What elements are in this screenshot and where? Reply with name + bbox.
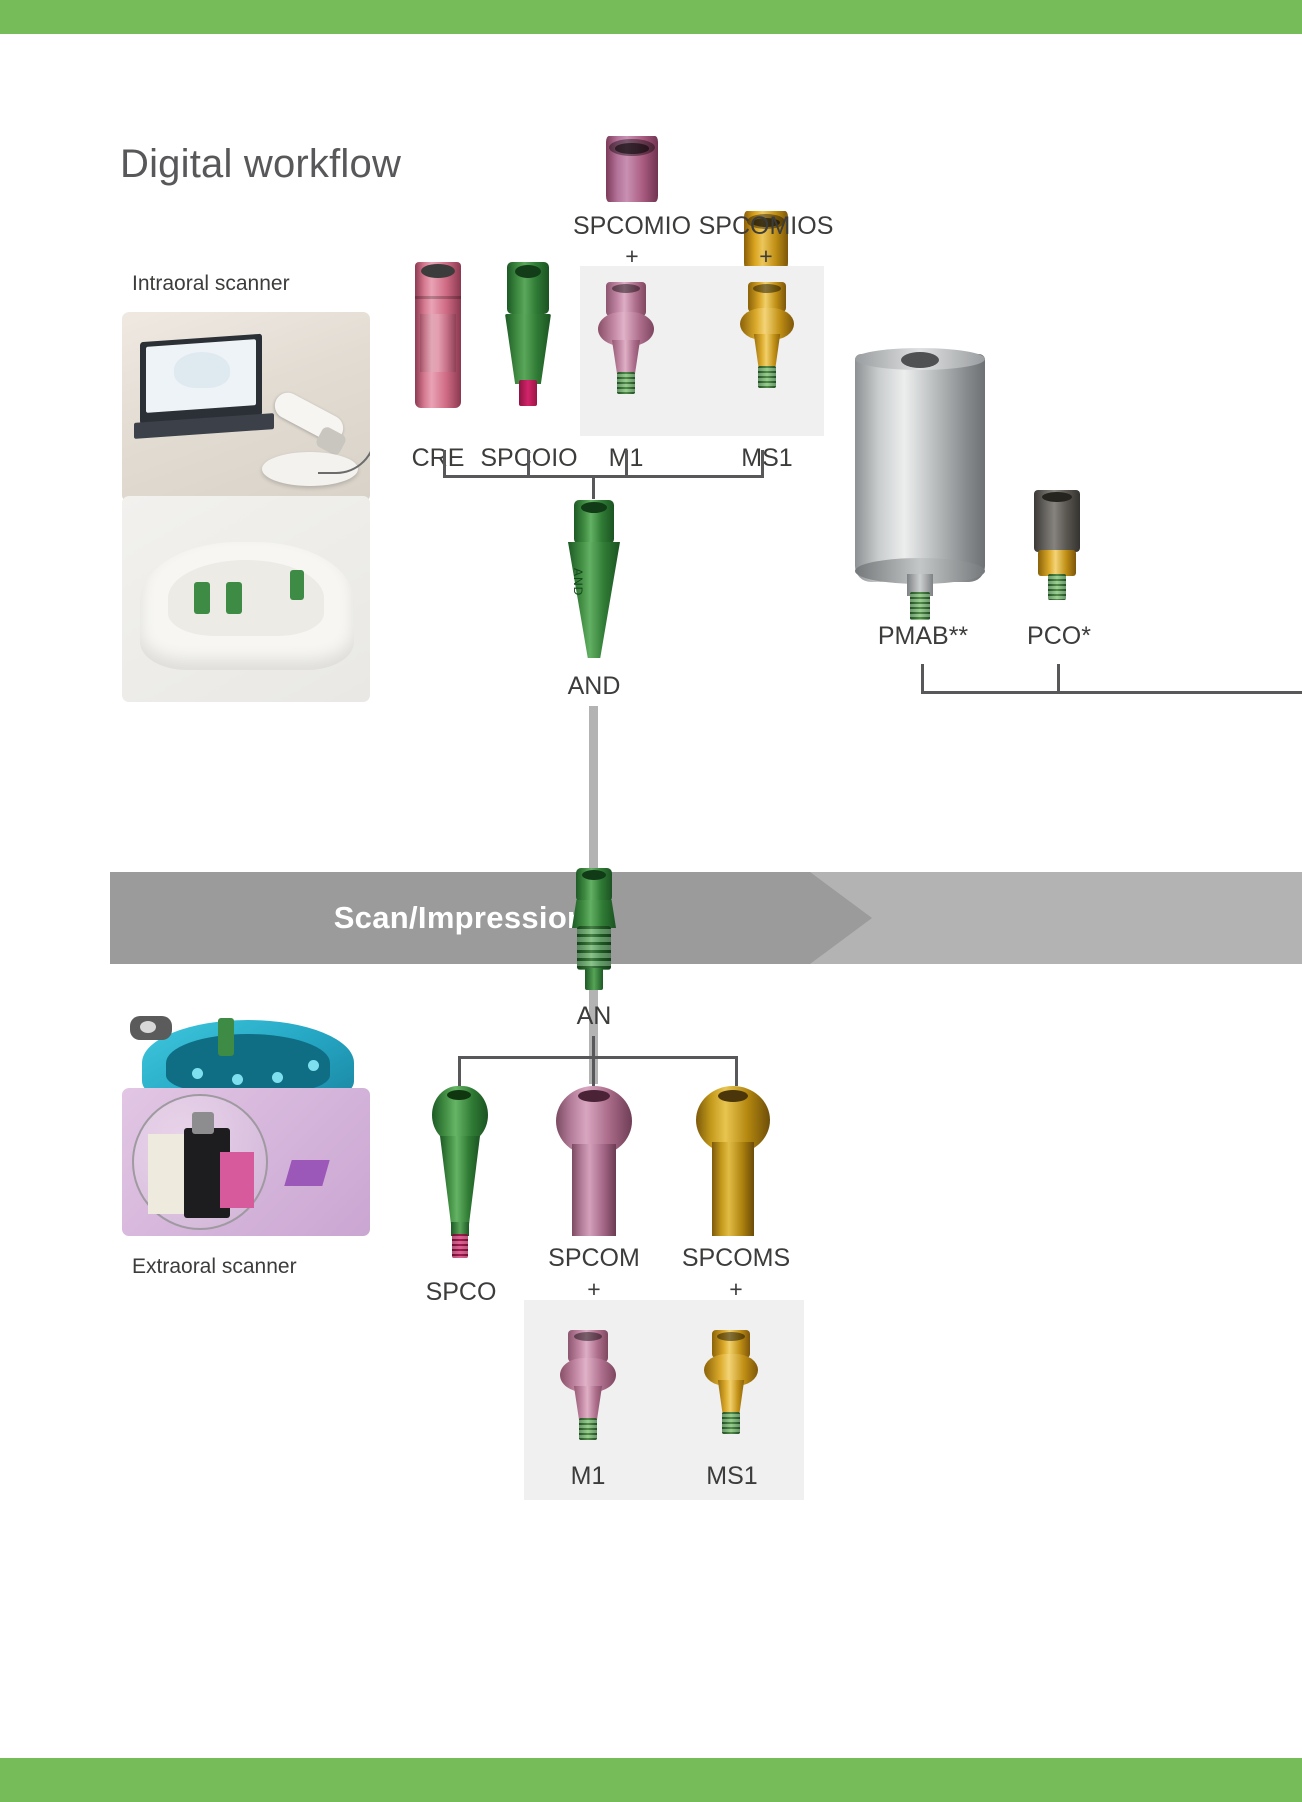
connector-spcoio-stem — [527, 450, 530, 478]
connector-bracket-to-and — [592, 475, 595, 499]
top-green-band — [0, 0, 1302, 34]
label-m1-bottom: M1 — [570, 1462, 606, 1490]
spine-lower — [589, 964, 598, 1084]
scan-impression-banner: Scan/Impression — [110, 872, 1302, 964]
label-pco: PCO* — [1027, 622, 1091, 650]
connector-m1-stem — [625, 450, 628, 478]
part-and-engraving: AND — [571, 568, 585, 597]
connector-pmab-stem — [921, 664, 924, 694]
plus-spcom: + — [587, 1276, 601, 1302]
part-spcoms — [692, 1086, 774, 1236]
page-title: Digital workflow — [120, 142, 402, 186]
label-cre: CRE — [411, 444, 465, 472]
label-ms1-bottom: MS1 — [706, 1462, 758, 1490]
label-spcoms: SPCOMS — [681, 1244, 791, 1272]
plus-spcomios: + — [759, 243, 773, 269]
connector-right-bracket — [921, 691, 1302, 694]
part-spco — [424, 1086, 494, 1262]
part-cre — [415, 262, 461, 408]
part-spcomios-sleeve — [744, 211, 788, 269]
plus-spcoms: + — [729, 1276, 743, 1302]
label-spcomio: SPCOMIO — [572, 212, 692, 240]
part-and: AND — [568, 500, 620, 658]
part-spcomio-sleeve — [606, 136, 658, 202]
plus-spcomio: + — [625, 243, 639, 269]
label-spcom: SPCOM — [548, 1244, 640, 1272]
label-pmab: PMAB** — [877, 622, 969, 650]
banner-label: Scan/Impression — [333, 900, 587, 935]
label-spco: SPCO — [425, 1278, 497, 1306]
spine-upper — [589, 706, 598, 872]
part-pco — [1030, 490, 1084, 602]
part-ms1-bottom — [704, 1330, 758, 1438]
connector-top-bracket — [443, 475, 764, 478]
photo-dental-model — [122, 496, 370, 702]
banner-body — [110, 872, 810, 964]
part-ms1-top — [740, 282, 794, 392]
connector-spcom-stem — [592, 1056, 595, 1086]
label-spcomios: SPCOMIOS — [698, 212, 834, 240]
part-an — [570, 868, 618, 990]
label-ms1-top: MS1 — [741, 444, 793, 472]
label-an: AN — [576, 1002, 612, 1030]
banner-tail — [810, 872, 1302, 964]
connector-spcoms-stem — [735, 1056, 738, 1086]
photo-intraoral-scanner — [122, 312, 370, 502]
connector-ms1-stem — [761, 450, 764, 478]
banner-arrow — [810, 872, 872, 964]
connector-cre-stem — [443, 450, 446, 478]
caption-extraoral-scanner: Extraoral scanner — [132, 1255, 297, 1278]
caption-intraoral-scanner: Intraoral scanner — [132, 272, 290, 295]
part-spcom — [552, 1086, 636, 1236]
connector-spco-stem — [458, 1056, 461, 1086]
connector-bottom-bracket — [458, 1056, 738, 1059]
part-m1-bottom — [560, 1330, 616, 1440]
connector-pco-stem — [1057, 664, 1060, 694]
part-m1-top — [598, 282, 654, 394]
photo-extraoral-scanner — [122, 1088, 370, 1236]
part-pmab — [855, 344, 985, 620]
label-and: AND — [567, 672, 621, 700]
connector-an-stem — [592, 1036, 595, 1058]
part-spcoio — [505, 262, 551, 410]
bottom-green-band — [0, 1758, 1302, 1802]
